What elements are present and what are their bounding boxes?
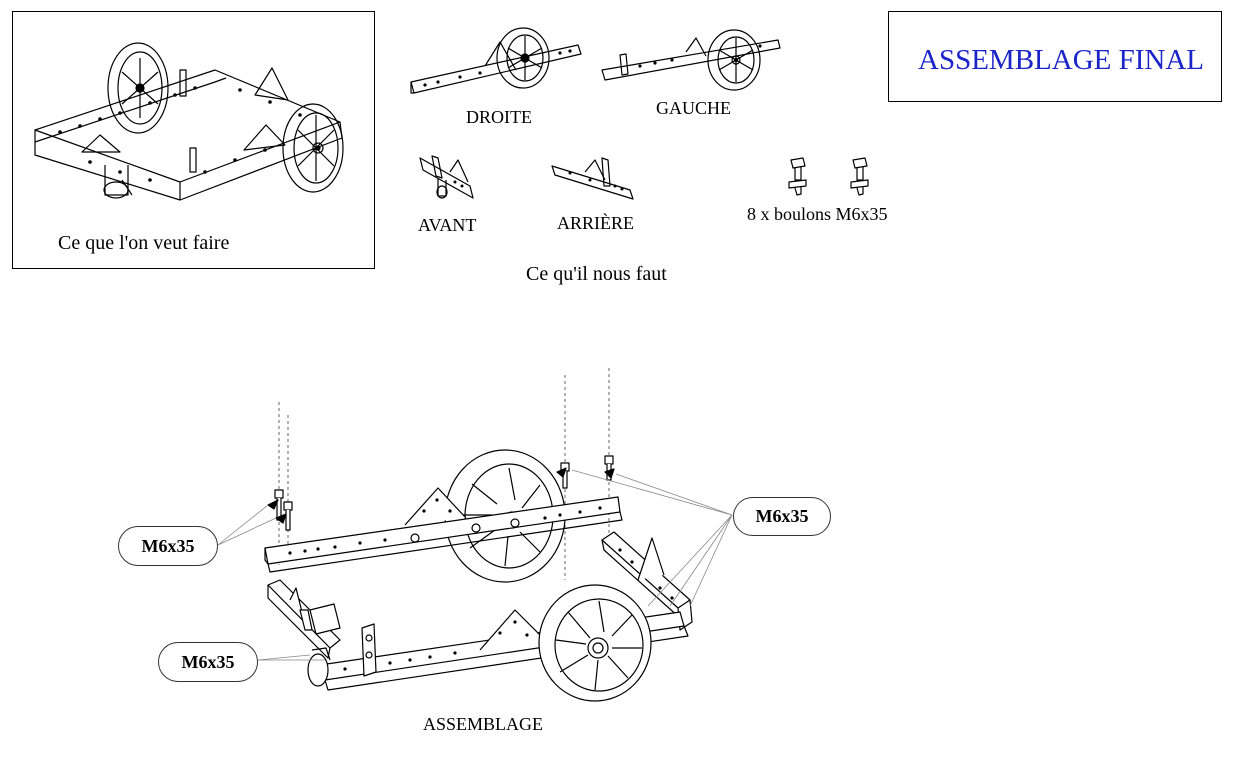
finished-result-panel	[12, 11, 375, 269]
part-label-droite: DROITE	[466, 107, 532, 127]
finished-cart-drawing	[34, 42, 344, 201]
part-label-bolts: 8 x boulons M6x35	[747, 204, 888, 224]
callout-m6x35-left: M6x35	[118, 526, 218, 566]
parts-heading: Ce qu'il nous faut	[526, 263, 667, 285]
callout-m6x35-bottom: M6x35	[158, 642, 258, 682]
title-box	[888, 11, 1222, 102]
assembly-caption: ASSEMBLAGE	[423, 714, 544, 734]
part-gauche-drawing	[601, 29, 781, 91]
part-arriere-drawing	[551, 157, 634, 200]
goal-caption: Ce que l'on veut faire	[58, 232, 230, 254]
page-title: ASSEMBLAGE FINAL	[918, 44, 1204, 76]
callout-m6x35-right: M6x35	[733, 497, 831, 536]
part-label-gauche: GAUCHE	[656, 98, 731, 118]
main-assembly-drawing	[217, 368, 733, 702]
part-label-avant: AVANT	[418, 215, 477, 235]
part-label-arriere: ARRIÈRE	[557, 213, 635, 233]
part-droite-drawing	[410, 27, 582, 94]
part-avant-drawing	[419, 155, 474, 199]
bolts-drawing	[788, 157, 869, 196]
